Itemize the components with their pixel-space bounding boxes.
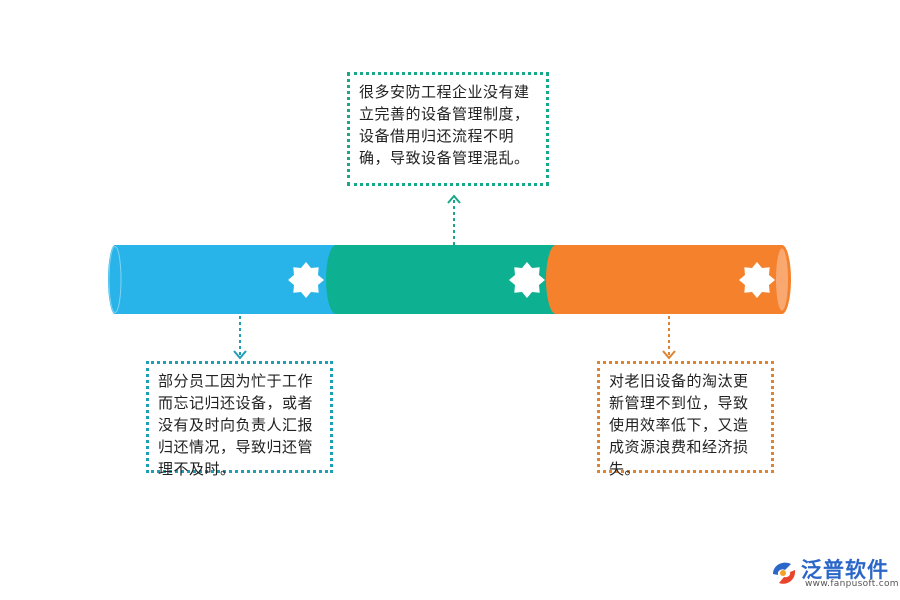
note-left-text: 部分员工因为忙于工作而忘记归还设备，或者没有及时向负责人汇报归还情况，导致归还管… bbox=[158, 372, 314, 478]
note-left: 部分员工因为忙于工作而忘记归还设备，或者没有及时向负责人汇报归还情况，导致归还管… bbox=[146, 361, 333, 478]
connector-left bbox=[233, 316, 247, 360]
note-right: 对老旧设备的淘汰更新管理不到位，导致使用效率低下，又造成资源浪费和经济损失。 bbox=[597, 361, 774, 478]
connector-top bbox=[447, 194, 461, 245]
star-icon-blue bbox=[288, 262, 324, 298]
note-top-text: 很多安防工程企业没有建立完善的设备管理制度，设备借用归还流程不明确，导致设备管理… bbox=[359, 83, 530, 167]
star-icon-orange bbox=[739, 262, 775, 298]
note-top: 很多安防工程企业没有建立完善的设备管理制度，设备借用归还流程不明确，导致设备管理… bbox=[347, 72, 549, 186]
logo-name: 泛普软件 bbox=[801, 558, 889, 582]
star-icon-teal bbox=[509, 262, 545, 298]
logo-url: www.fanpusoft.com bbox=[805, 579, 899, 589]
connector-right bbox=[662, 316, 676, 360]
fanpu-logo-icon bbox=[773, 562, 796, 584]
brand-logo: 泛普软件 www.fanpusoft.com bbox=[765, 552, 899, 596]
note-right-text: 对老旧设备的淘汰更新管理不到位，导致使用效率低下，又造成资源浪费和经济损失。 bbox=[609, 372, 749, 478]
